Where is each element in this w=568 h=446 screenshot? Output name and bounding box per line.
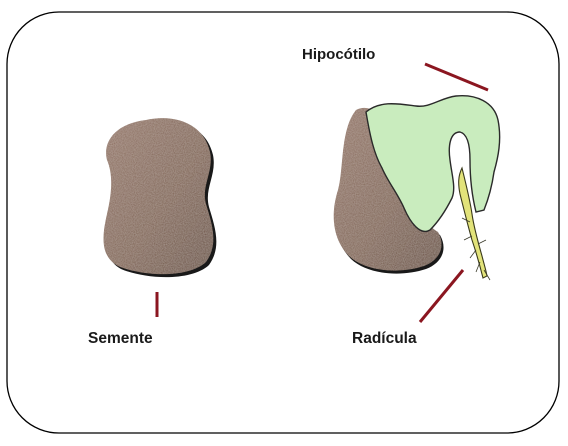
hypocotyl-label: Hipocótilo xyxy=(302,46,375,63)
seed-body xyxy=(104,118,214,274)
radicle-label: Radícula xyxy=(352,330,417,348)
seed-illustration xyxy=(104,118,217,277)
seed-label: Semente xyxy=(88,330,153,348)
diagram-frame xyxy=(7,12,559,433)
